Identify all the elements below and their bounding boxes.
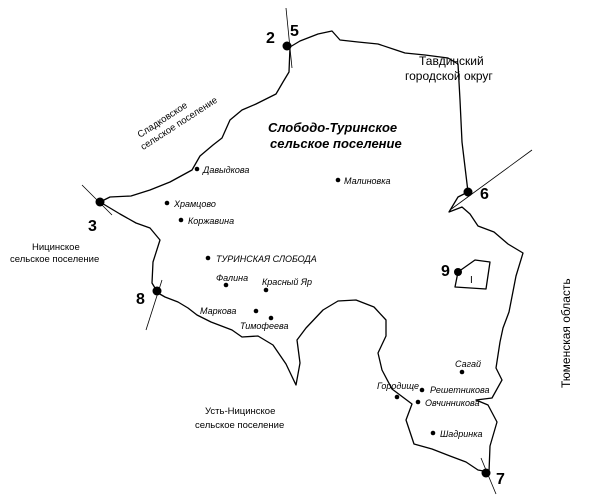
ust-nitsinsk-label-line2: сельское поселение: [195, 420, 284, 431]
main-region-label-line1: Слободо-Туринское: [268, 120, 397, 135]
point-label-5: 5: [290, 23, 299, 40]
nitsinsk-label-line2: сельское поселение: [10, 254, 99, 265]
main-region-label-line2: сельское поселение: [270, 136, 402, 151]
village-dot-gorodishche: [394, 394, 400, 400]
village-dot-reshetnikova: [419, 387, 425, 393]
village-label-turinskaya-sloboda: ТУРИНСКАЯ СЛОБОДА: [216, 254, 317, 264]
junction-point-9: [454, 268, 462, 276]
point-label-8: 8: [136, 291, 145, 308]
village-dot-sagai: [459, 369, 465, 375]
village-dot-malinovka: [335, 177, 341, 183]
point-label-9: 9: [441, 263, 450, 280]
village-label-shadrinka: Шадринка: [440, 429, 482, 439]
tyumen-label: Тюменская область: [559, 278, 573, 388]
village-label-markova: Маркова: [200, 306, 236, 316]
junction-point-6: [463, 187, 473, 197]
point-label-7: 7: [496, 471, 505, 488]
point-label-2: 2: [266, 30, 275, 47]
tavda-label-line2: городской округ: [405, 69, 493, 83]
village-dot-markova: [253, 308, 259, 314]
village-label-sagai: Сагай: [455, 359, 481, 369]
village-dot-ovchinnikova: [415, 399, 421, 405]
district-boundary: [99, 30, 524, 473]
village-label-malinovka: Малиновка: [344, 176, 391, 186]
village-dot-krasny-yar: [263, 287, 269, 293]
junction-point-8: [152, 286, 162, 296]
village-dot-falina: [223, 282, 229, 288]
point-label-3: 3: [88, 218, 97, 235]
enclave-boundary: [454, 259, 491, 290]
nitsinsk-label-line1: Ницинское: [32, 242, 80, 253]
village-dot-davydkova: [194, 166, 200, 172]
village-dot-turinskaya-sloboda: [205, 255, 211, 261]
village-label-reshetnikova: Решетникова: [430, 385, 490, 395]
village-dot-shadrinka: [430, 430, 436, 436]
village-label-ovchinnikova: Овчинникова: [425, 398, 480, 408]
village-label-timofeeva: Тимофеева: [240, 321, 289, 331]
village-dot-khramtsovo: [164, 200, 170, 206]
junction-point-2-5: [282, 41, 292, 51]
junction-point-3: [95, 197, 105, 207]
junction-point-7: [481, 468, 491, 478]
ust-nitsinsk-label-line1: Усть-Ницинское: [205, 406, 275, 417]
point-label-6: 6: [480, 186, 489, 203]
village-label-falina: Фалина: [216, 273, 248, 283]
junction-tick-6: [449, 149, 533, 211]
village-label-krasny-yar: Красный Яр: [262, 277, 312, 287]
village-label-gorodishche: Городище: [377, 381, 419, 391]
village-label-korzhavina: Коржавина: [188, 216, 234, 226]
tavda-label-line1: Тавдинский: [419, 54, 484, 68]
enclave-label: I: [470, 275, 473, 286]
junction-tick-2-5: [285, 7, 293, 69]
village-label-khramtsovo: Храмцово: [173, 199, 216, 209]
village-dot-korzhavina: [178, 217, 184, 223]
village-label-davydkova: Давыдкова: [202, 165, 249, 175]
village-dot-timofeeva: [268, 315, 274, 321]
